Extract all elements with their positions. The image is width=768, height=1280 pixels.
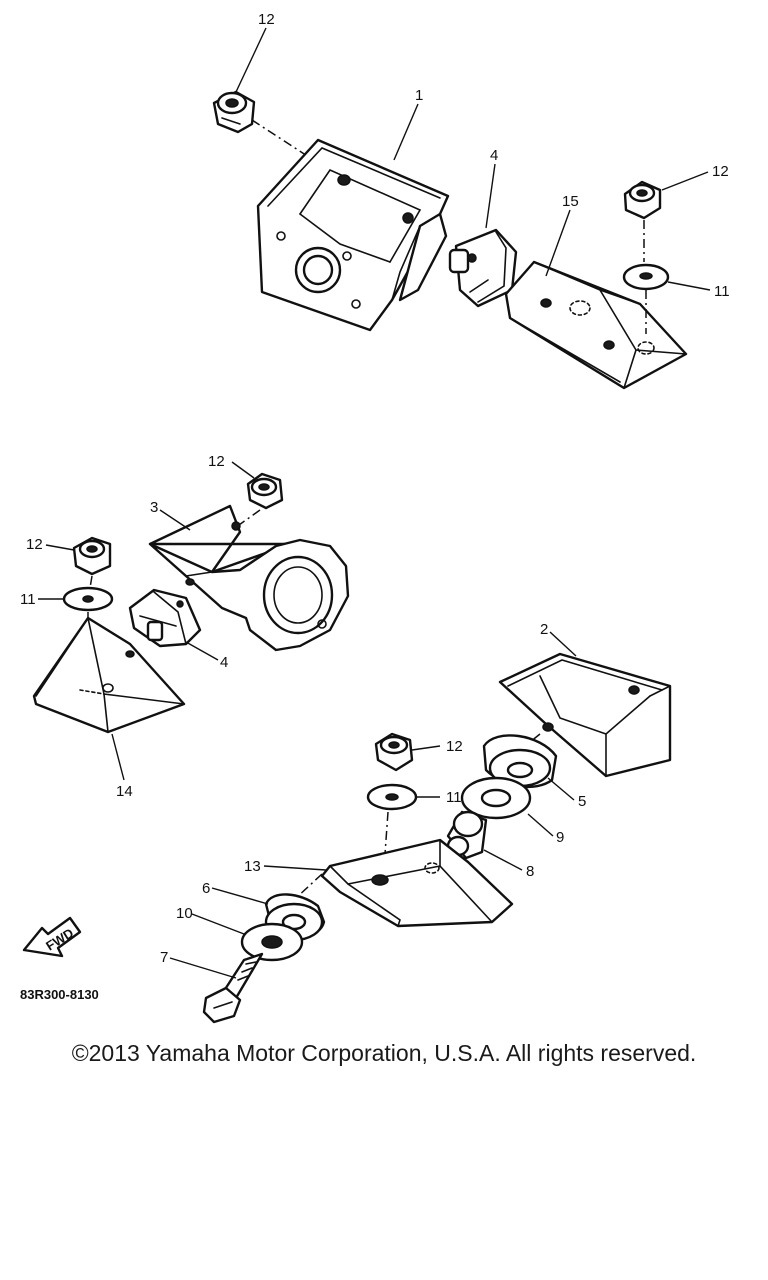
callout-3: 3 [150, 499, 158, 516]
fwd-arrow-icon: FWD [22, 916, 82, 958]
callout-5: 5 [578, 793, 586, 810]
axis-line-top [251, 119, 339, 177]
leader-lines [38, 27, 711, 979]
callout-2: 2 [540, 621, 548, 638]
part-2-bracket [498, 652, 672, 778]
part-10-washer [240, 922, 304, 962]
callout-13: 13 [244, 858, 261, 875]
callout-6: 6 [202, 880, 210, 897]
part-8-collar [446, 810, 488, 860]
callout-12-low: 12 [446, 738, 463, 755]
axis-line-mid [231, 509, 261, 531]
callout-4-mid: 4 [220, 654, 228, 671]
part-11-washer-left [62, 586, 114, 612]
copyright-notice: ©2013 Yamaha Motor Corporation, U.S.A. A… [71, 1040, 697, 1066]
part-12-nut-right [623, 180, 662, 220]
part-9-washer [460, 776, 532, 820]
part-12-nut-low [374, 732, 414, 772]
part-12-nut-left [72, 536, 112, 576]
callout-labels: 12 1 4 15 12 11 12 3 12 11 4 14 2 12 11 … [20, 11, 730, 966]
part-15-wedge [504, 260, 688, 390]
callout-4-top: 4 [490, 147, 498, 164]
part-11-washer-low [366, 783, 418, 811]
part-14-wedge [32, 616, 186, 734]
callout-11-left: 11 [20, 591, 36, 608]
callout-15: 15 [562, 193, 579, 210]
callout-14: 14 [116, 783, 133, 800]
diagram-code: 83R300-8130 [20, 987, 99, 1002]
callout-7: 7 [160, 949, 168, 966]
part-7-bolt [202, 952, 264, 1024]
axis-line-bolt [295, 873, 323, 899]
callout-1: 1 [415, 87, 423, 104]
callout-12-top: 12 [258, 11, 275, 28]
callout-11-low: 11 [446, 789, 462, 806]
callout-8: 8 [526, 863, 534, 880]
part-4-mount-mid [128, 588, 202, 648]
callout-12-left: 12 [26, 536, 43, 553]
part-3-bracket [148, 504, 350, 652]
part-12-nut-top [212, 90, 256, 134]
callout-12-mid: 12 [208, 453, 225, 470]
part-13-wedge [320, 838, 514, 928]
part-12-nut-mid [246, 472, 284, 510]
part-11-washer-right [622, 263, 670, 291]
part-5-cushion [482, 734, 558, 788]
callout-12-right: 12 [712, 163, 729, 180]
callout-9: 9 [556, 829, 564, 846]
part-1-bracket [256, 138, 450, 332]
callout-11-right: 11 [714, 283, 730, 300]
axis-line-left [89, 575, 93, 589]
callout-10: 10 [176, 905, 193, 922]
